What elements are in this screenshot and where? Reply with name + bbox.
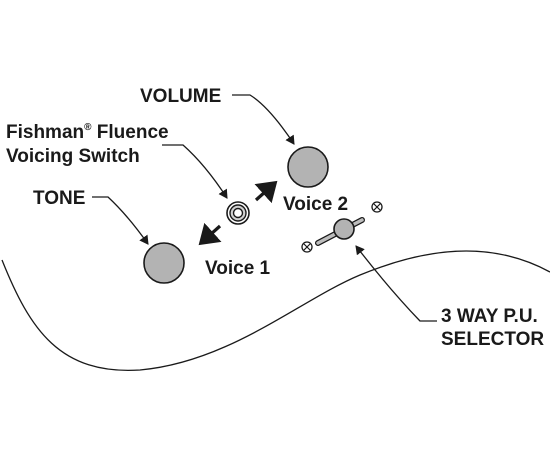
- volume-label: VOLUME: [140, 86, 221, 107]
- voice2-label: Voice 2: [283, 194, 348, 215]
- tone-label: TONE: [33, 188, 85, 209]
- selector-label-line1: 3 WAY P.U.: [441, 306, 538, 327]
- arrow-down-left-icon: [198, 222, 222, 246]
- tone-knob: [143, 242, 185, 284]
- fishman-leader: [162, 144, 228, 199]
- arrow-up-right-icon: [254, 180, 278, 204]
- selector-leader: [355, 245, 437, 322]
- fishman-label-line2: Voicing Switch: [6, 146, 140, 167]
- voice1-label: Voice 1: [205, 258, 271, 279]
- volume-knob: [287, 146, 329, 188]
- fishman-fluence: Fluence: [92, 122, 169, 143]
- selector-label-line2: SELECTOR: [441, 329, 544, 350]
- guitar-body-outline: [1, 250, 550, 371]
- screw-icon: [371, 201, 383, 213]
- voicing-switch: [226, 201, 250, 225]
- three-way-selector: [315, 217, 365, 246]
- fishman-label-line1: Fishman® Fluence: [6, 122, 169, 143]
- screw-icon: [301, 241, 313, 253]
- registered-mark: ®: [84, 122, 92, 133]
- tone-leader: [92, 196, 149, 245]
- fishman-brand: Fishman: [6, 122, 84, 143]
- volume-leader: [232, 94, 295, 145]
